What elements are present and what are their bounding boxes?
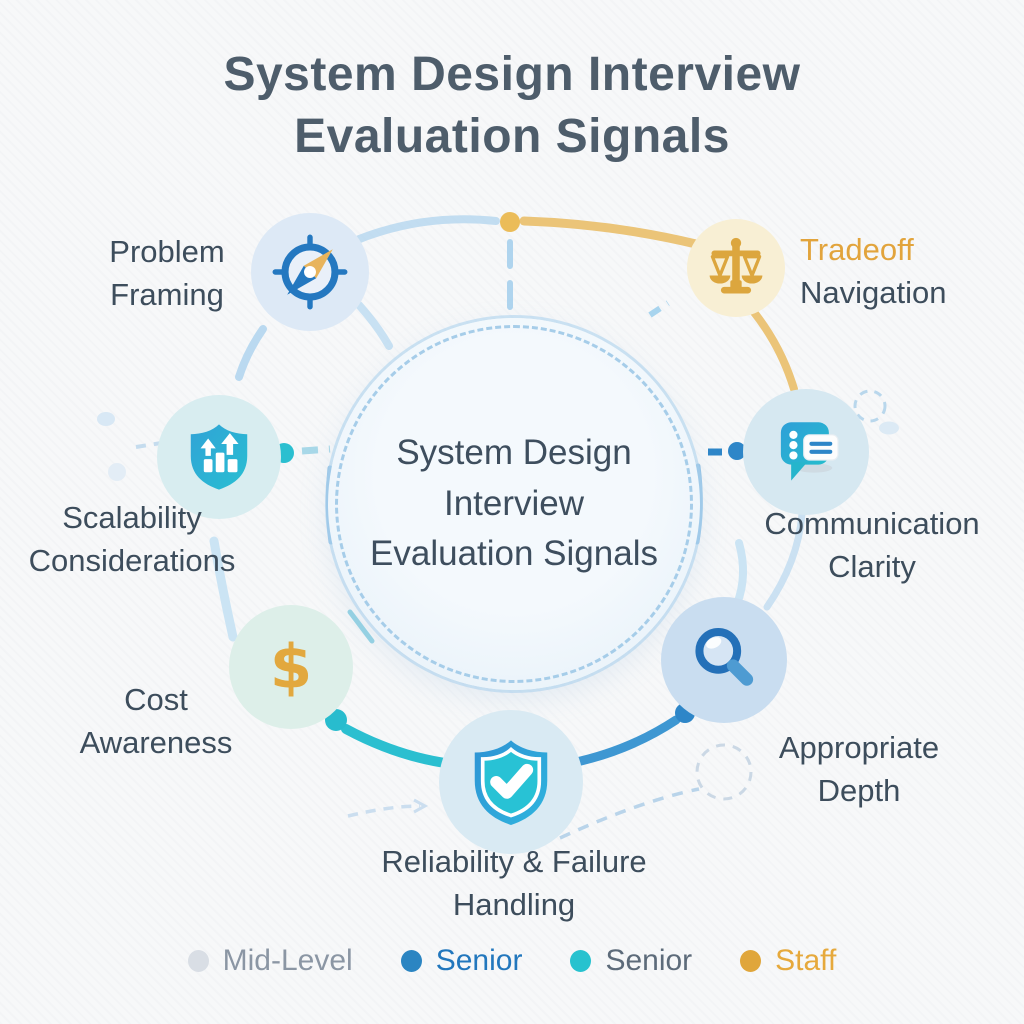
page-title-line1: System Design Interview xyxy=(223,48,801,101)
label-problem-framing: Problem Framing xyxy=(52,230,282,317)
arc-compass-to-top xyxy=(348,215,500,246)
arc-magnifier-to-shield-blue xyxy=(567,715,681,768)
arc-compass-to-center xyxy=(355,301,393,350)
center-text-line1: System Design xyxy=(396,432,632,472)
label-tradeoff-line2: Navigation xyxy=(800,275,947,311)
dash-center-to-scales xyxy=(648,300,670,318)
decor-stem xyxy=(209,536,238,642)
compass-icon xyxy=(272,234,348,310)
legend-label-mid-level: Mid-Level xyxy=(222,944,353,977)
legend-dot-mid-level xyxy=(187,950,209,972)
label-scalability-line1: Scalability xyxy=(62,500,202,535)
node-problem-framing xyxy=(251,213,369,331)
center-text-line2: Interview xyxy=(443,483,585,523)
decor-dashes xyxy=(135,439,175,449)
decor-dashed-curve xyxy=(347,804,421,818)
node-communication xyxy=(743,389,869,515)
center-dashed-ring xyxy=(335,325,693,683)
legend-label-senior-blue: Senior xyxy=(435,944,523,977)
legend-label-staff: Staff xyxy=(775,944,837,977)
arc-scales-to-communication-gold xyxy=(749,307,798,393)
node-tradeoff-navigation xyxy=(687,219,785,317)
label-reliability: Reliability & Failure Handling xyxy=(324,840,704,927)
center-text-line3: Evaluation Signals xyxy=(370,534,658,574)
label-appropriate-depth: Appropriate Depth xyxy=(748,726,970,813)
svg-text:$: $ xyxy=(270,633,312,703)
legend-item-staff: Staff xyxy=(740,944,836,978)
label-scalability: Scalability Considerations xyxy=(0,496,272,583)
decor-dashed-circle xyxy=(695,743,753,801)
legend-item-senior-blue: Senior xyxy=(400,944,523,978)
arc-compass-to-scalability xyxy=(235,325,267,381)
node-scalability xyxy=(157,395,281,519)
label-reliability-line1: Reliability & Failure xyxy=(381,844,647,879)
label-cost-awareness: Cost Awareness xyxy=(46,678,266,765)
growth-shield-icon xyxy=(190,424,248,490)
legend-item-senior-teal: Senior xyxy=(570,944,692,978)
decor-dashed-curve xyxy=(559,787,700,840)
node-reliability xyxy=(439,710,583,854)
dollar-icon: $ xyxy=(270,633,312,703)
legend-dot-senior-teal xyxy=(570,950,592,972)
label-depth-line2: Depth xyxy=(817,773,901,809)
decor-bubble xyxy=(97,412,115,426)
label-cost-line2: Awareness xyxy=(79,725,233,761)
arc-communication-to-magnifier xyxy=(763,510,806,611)
label-tradeoff-navigation: Tradeoff Navigation xyxy=(800,228,1020,315)
legend-dot-senior-blue xyxy=(400,950,422,972)
magnifier-icon xyxy=(695,628,754,686)
page-title: System Design Interview Evaluation Signa… xyxy=(0,44,1024,169)
check-shield-icon xyxy=(474,740,548,825)
legend: Mid-Level Senior Senior Staff xyxy=(0,944,1024,978)
label-communication: Communication Clarity xyxy=(740,502,1004,589)
label-tradeoff-line1: Tradeoff xyxy=(800,232,914,267)
center-rim-arc xyxy=(694,463,703,545)
label-communication-line2: Clarity xyxy=(828,549,916,585)
label-cost-line1: Cost xyxy=(124,682,188,717)
arc-shield-to-cost-teal xyxy=(341,724,457,769)
legend-label-senior-teal: Senior xyxy=(605,944,693,977)
center-circle-text: System Design Interview Evaluation Signa… xyxy=(328,318,700,690)
chat-bubbles-icon xyxy=(780,422,839,481)
decor-bubble xyxy=(108,463,126,481)
arc-top-to-scales-gold xyxy=(519,216,701,249)
label-problem-framing-line2: Framing xyxy=(110,277,224,313)
label-problem-framing-line1: Problem xyxy=(109,234,225,269)
ring-dot-blue xyxy=(728,442,746,460)
label-reliability-line2: Handling xyxy=(452,887,576,923)
ring-dot-gold xyxy=(500,212,520,232)
legend-item-mid-level: Mid-Level xyxy=(187,944,353,978)
decor-bubble xyxy=(879,421,899,435)
node-appropriate-depth xyxy=(661,597,787,723)
label-depth-line1: Appropriate xyxy=(778,730,940,765)
node-cost-awareness: $ xyxy=(229,605,353,729)
center-circle: System Design Interview Evaluation Signa… xyxy=(328,318,700,690)
page-title-line2: Evaluation Signals xyxy=(294,110,730,164)
legend-dot-staff xyxy=(740,950,762,972)
dash-left-spoke xyxy=(301,445,331,455)
scales-icon xyxy=(709,237,763,294)
decor-arrowhead xyxy=(413,798,429,814)
decor-stem xyxy=(347,609,375,644)
label-communication-line1: Communication xyxy=(764,506,980,541)
label-scalability-line2: Considerations xyxy=(28,543,236,579)
decor-dashed-circle xyxy=(853,389,887,423)
